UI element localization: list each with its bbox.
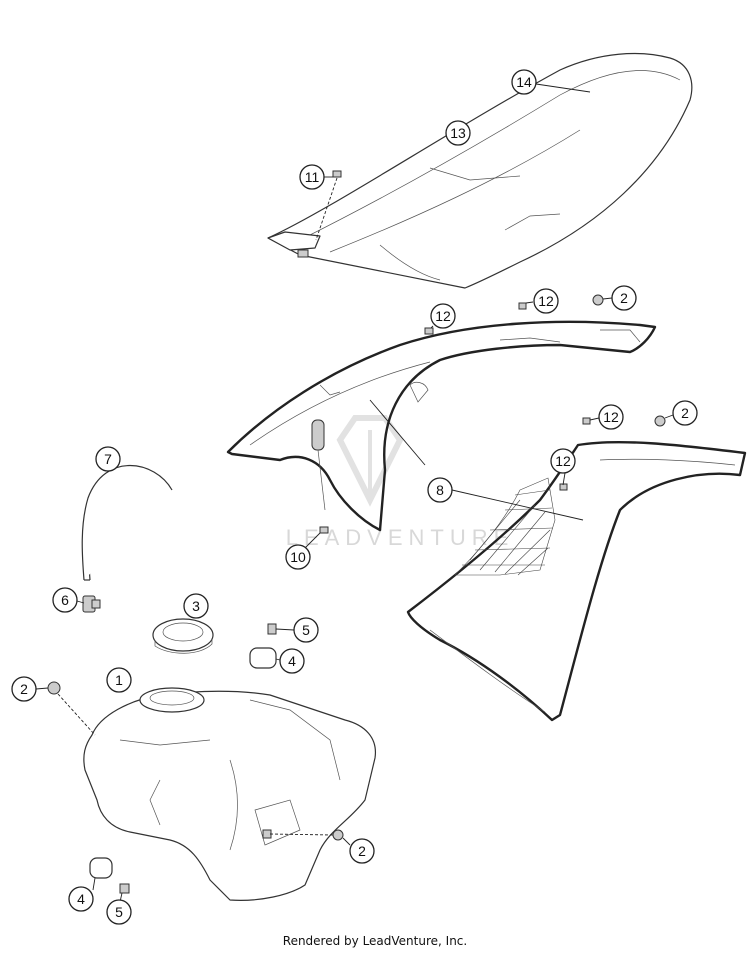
fastener-set-bottom xyxy=(47,681,344,894)
callout-3: 3 xyxy=(183,593,209,619)
callout-4-bottom: 4 xyxy=(68,877,96,912)
callout-label: 1 xyxy=(115,672,123,688)
screw-12-a xyxy=(424,327,434,335)
screw-12-c xyxy=(582,417,591,425)
side-cover-left xyxy=(226,320,657,532)
callout-label: 4 xyxy=(288,653,296,669)
callout-5-bottom: 5 xyxy=(106,892,132,925)
screw-10 xyxy=(319,526,329,534)
fuel-tank xyxy=(83,687,376,901)
callout-12-right-top: 12 xyxy=(589,404,624,430)
screw-2-b xyxy=(654,415,666,427)
callout-2-right-top: 2 xyxy=(664,400,698,426)
callout-label: 3 xyxy=(192,598,200,614)
callout-13: 13 xyxy=(445,120,471,146)
callout-2-tank-right: 2 xyxy=(342,837,375,864)
callout-12-rear-top: 12 xyxy=(525,288,559,314)
fuel-cap xyxy=(152,618,214,654)
callout-label: 2 xyxy=(20,681,28,697)
callout-11: 11 xyxy=(299,164,333,190)
callout-2-tank-left: 2 xyxy=(11,676,49,702)
callout-1: 1 xyxy=(106,667,132,693)
seat-screw-11 xyxy=(315,170,342,241)
seat xyxy=(267,52,693,289)
callout-12-left-cover: 12 xyxy=(430,303,456,329)
callout-label: 11 xyxy=(305,169,320,185)
callout-10: 10 xyxy=(285,532,321,570)
rubber-damper-top xyxy=(249,647,277,669)
side-cover-right xyxy=(406,440,747,722)
callout-label: 12 xyxy=(538,293,554,309)
screw-5-top xyxy=(267,623,277,635)
fuel-hose xyxy=(81,464,173,581)
callout-label: 6 xyxy=(61,592,69,608)
footer-caption: Rendered by LeadVenture, Inc. xyxy=(282,934,468,948)
callout-4-top: 4 xyxy=(275,648,305,674)
callout-2-rear-top: 2 xyxy=(602,285,637,311)
callout-label: 8 xyxy=(436,482,444,498)
callout-label: 4 xyxy=(77,891,85,907)
fuel-valve xyxy=(82,595,101,613)
callout-label: 7 xyxy=(104,451,112,467)
callout-6: 6 xyxy=(52,587,85,613)
callout-label: 5 xyxy=(115,904,123,920)
callout-label: 10 xyxy=(290,549,306,565)
callout-label: 2 xyxy=(681,405,689,421)
callout-12-right-mesh: 12 xyxy=(550,448,576,486)
callout-label: 12 xyxy=(555,453,571,469)
callout-label: 2 xyxy=(358,843,366,859)
callout-label: 12 xyxy=(603,409,619,425)
callout-label: 14 xyxy=(516,74,532,90)
screw-2-a xyxy=(592,294,604,306)
callout-label: 2 xyxy=(620,290,628,306)
callout-label: 13 xyxy=(450,125,466,141)
callout-label: 12 xyxy=(435,308,451,324)
screw-12-d xyxy=(559,483,568,491)
callout-label: 5 xyxy=(302,622,310,638)
callout-5-top: 5 xyxy=(275,617,319,643)
screw-12-b xyxy=(518,302,527,310)
callout-14: 14 xyxy=(511,69,591,95)
callout-8: 8 xyxy=(427,477,453,503)
callout-7: 7 xyxy=(95,446,121,472)
